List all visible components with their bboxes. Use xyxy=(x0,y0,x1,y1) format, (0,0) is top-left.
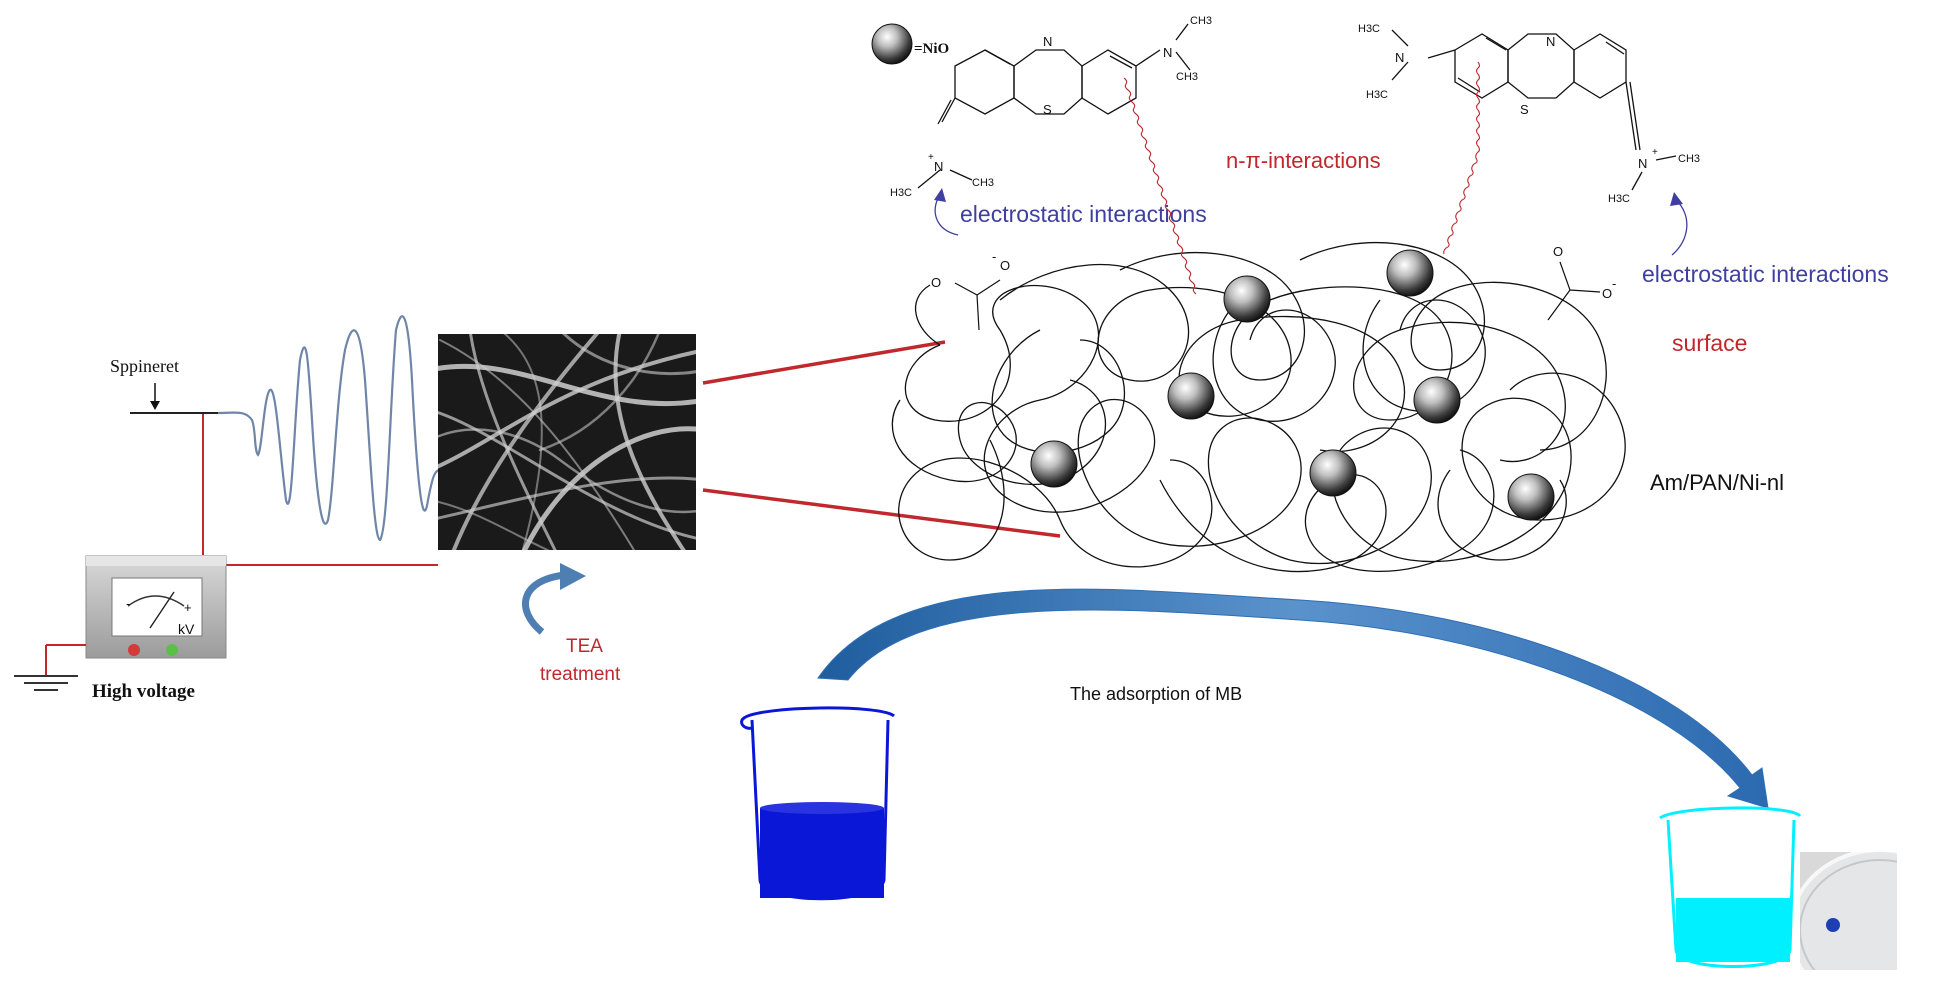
methyl-bottom: CH3 xyxy=(1176,71,1198,83)
spinneret-label: Sppineret xyxy=(110,356,179,376)
electrostatic-arrow-right xyxy=(1671,199,1688,256)
plus-sign: + xyxy=(928,152,934,163)
svg-text:O: O xyxy=(1000,258,1010,273)
n-pi-interaction-lines xyxy=(1123,61,1481,295)
nio-sphere xyxy=(1507,473,1555,521)
spinneret-group: Sppineret xyxy=(110,315,441,566)
mb-molecule-right-atoms: N S N H3C H3C N + CH3 H3C xyxy=(1358,23,1700,205)
svg-text:O: O xyxy=(1602,286,1612,301)
electrostatic-arrowhead-right xyxy=(1670,192,1683,206)
nio-sphere xyxy=(1386,249,1434,297)
tea-arrowhead xyxy=(560,563,586,590)
mb-molecule-left xyxy=(917,23,1191,189)
atom-n-dimethyl: N xyxy=(1163,45,1172,60)
atom-s-center: S xyxy=(1520,102,1529,117)
methyl-top: H3C xyxy=(1358,23,1380,35)
methyl-bottom: H3C xyxy=(1366,89,1388,101)
atom-n-center: N xyxy=(1043,34,1052,49)
carboxylate-group-right: O O - xyxy=(1547,244,1616,321)
supply-top-face xyxy=(86,556,226,566)
meter-kv-label: kV xyxy=(178,621,195,637)
surface-label: surface xyxy=(1672,330,1747,356)
electrostatic-interactions-right-label: electrostatic interactions xyxy=(1642,261,1889,287)
electrostatic-arrowhead-left xyxy=(934,188,946,202)
adsorption-label: The adsorption of MB xyxy=(1070,684,1242,704)
beaker-treated-solution xyxy=(1659,806,1802,968)
beaker-glass-outline xyxy=(1659,806,1802,968)
mb-molecule-left-atoms: N S N CH3 CH3 N + H3C CH3 xyxy=(890,15,1212,199)
adsorption-arrow xyxy=(817,588,1769,809)
methyl-nplus-bottom: H3C xyxy=(890,187,912,199)
nio-nanoparticles xyxy=(1030,249,1555,521)
spinneret-arrowhead xyxy=(150,401,160,410)
tea-label: TEA xyxy=(566,636,603,657)
atom-nplus: N xyxy=(934,159,943,174)
atom-n-dimethyl: N xyxy=(1395,50,1404,65)
beaker-glass-outline xyxy=(740,706,895,901)
meter-face xyxy=(111,577,203,637)
plus-sign: + xyxy=(1652,147,1658,158)
adsorbent-blue-spot xyxy=(1826,918,1840,932)
sem-nanofiber-image xyxy=(438,334,696,550)
electrostatic-interactions-left-label: electrostatic interactions xyxy=(960,201,1207,227)
nio-sphere xyxy=(1223,275,1271,323)
nio-legend-sphere xyxy=(871,23,913,65)
atom-s-center: S xyxy=(1043,102,1052,117)
methyl-nplus-bottom: H3C xyxy=(1608,193,1630,205)
beaker-liquid-surface xyxy=(760,802,884,814)
beaker-liquid-light xyxy=(1676,898,1790,962)
methyl-nplus-right: CH3 xyxy=(972,177,994,189)
atom-nplus: N xyxy=(1638,156,1647,171)
high-voltage-label: High voltage xyxy=(92,681,195,702)
high-voltage-supply: - + kV High voltage xyxy=(14,555,227,702)
treatment-label: treatment xyxy=(540,664,621,685)
zoom-line-bottom xyxy=(702,488,1061,538)
mb-molecule-right xyxy=(1391,29,1677,191)
svg-text:O: O xyxy=(1553,244,1563,259)
electrostatic-arrow-left xyxy=(934,194,959,236)
n-pi-interactions-label: n-π-interactions xyxy=(1226,148,1381,173)
nio-sphere xyxy=(1030,440,1078,488)
nio-legend: =NiO xyxy=(871,23,949,65)
tea-treatment-group: TEA treatment xyxy=(522,563,621,685)
methyl-top: CH3 xyxy=(1190,15,1212,27)
nio-sphere xyxy=(1167,372,1215,420)
methyl-nplus-right: CH3 xyxy=(1678,153,1700,165)
zoom-line-top xyxy=(702,340,946,385)
svg-text:-: - xyxy=(1612,276,1616,291)
meter-arc xyxy=(127,595,185,607)
meter-plus: + xyxy=(184,600,192,615)
red-indicator-light xyxy=(128,644,140,656)
nio-sphere xyxy=(1309,449,1357,497)
composite-label: Am/PAN/Ni-nl xyxy=(1650,470,1784,495)
atom-n-center: N xyxy=(1546,34,1555,49)
beaker-mb-solution xyxy=(740,706,895,901)
green-indicator-light xyxy=(166,644,178,656)
ground-icon xyxy=(14,675,78,691)
carboxylate-group-left: O O - xyxy=(931,249,1010,331)
nio-legend-label: =NiO xyxy=(914,41,949,57)
meter-needle xyxy=(149,591,175,629)
svg-text:O: O xyxy=(931,275,941,290)
electrospinning-jet-wave xyxy=(217,315,441,542)
svg-text:-: - xyxy=(992,249,996,264)
meter-minus: - xyxy=(126,596,130,611)
beaker-liquid-dark xyxy=(760,808,884,898)
petri-dish-photo xyxy=(1800,852,1897,970)
nio-sphere xyxy=(1413,376,1461,424)
tea-curved-arrow xyxy=(522,571,566,635)
